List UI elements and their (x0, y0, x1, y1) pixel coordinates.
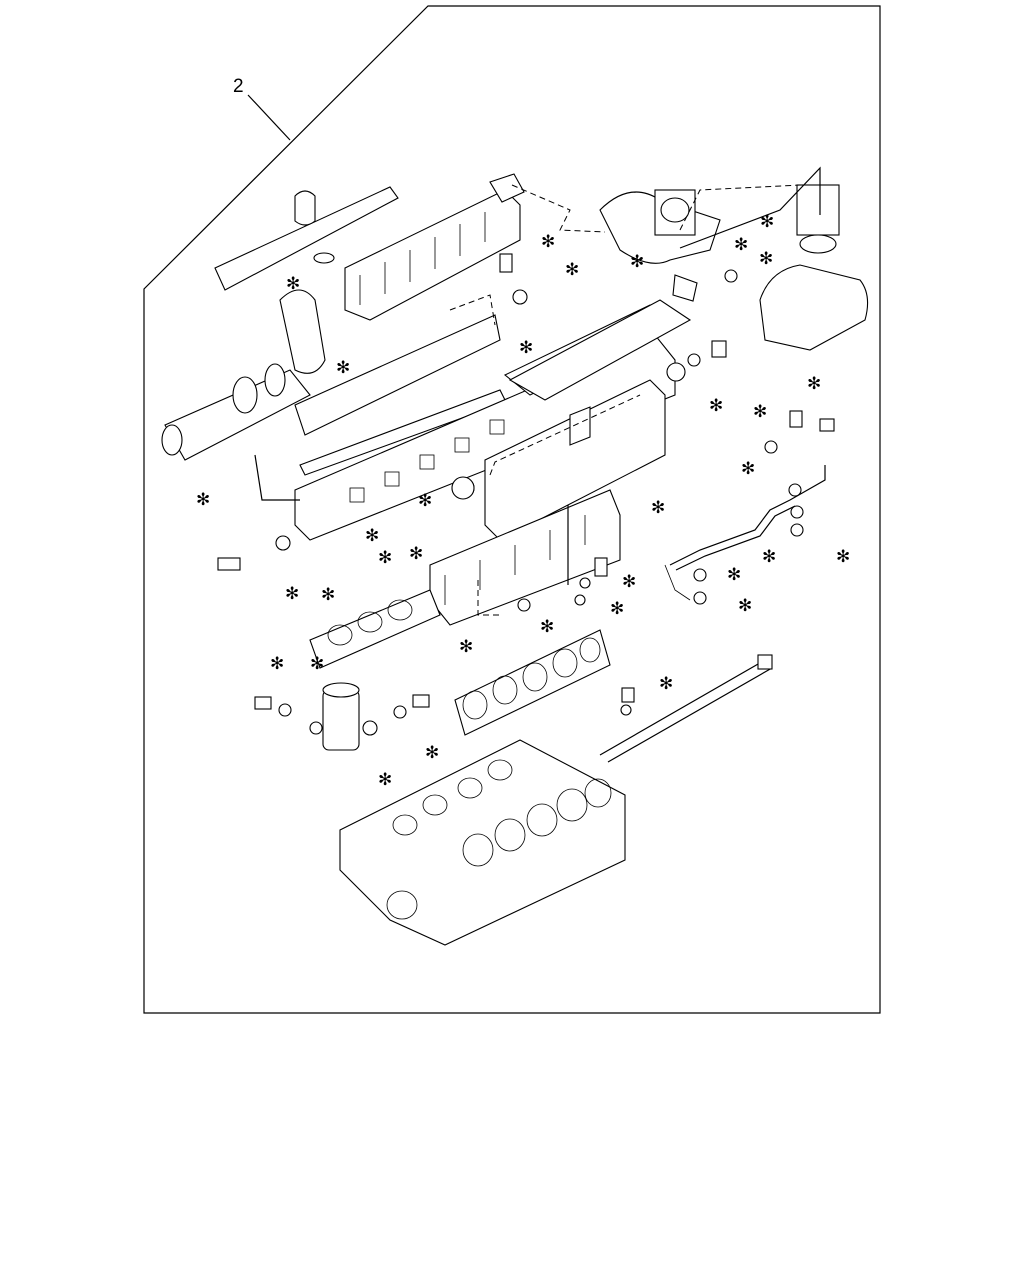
kit-marker: ✻ (270, 654, 284, 674)
kit-marker: ✻ (378, 548, 392, 568)
exhaust-manifold-gasket (309, 589, 441, 669)
fuel-line (664, 465, 826, 601)
intake-manifold (344, 173, 525, 321)
valve-cover-top (214, 186, 399, 291)
kit-marker: ✻ (836, 547, 850, 567)
kit-marker: ✻ (409, 544, 423, 564)
kit-marker: ✻ (196, 490, 210, 510)
exhaust-manifold (508, 189, 721, 401)
kit-marker: ✻ (336, 358, 350, 378)
kit-marker: ✻ (727, 565, 741, 585)
kit-marker: ✻ (310, 654, 324, 674)
kit-marker: ✻ (418, 491, 432, 511)
cylinder-head-gasket (454, 629, 611, 736)
kit-markers: ✻ ✻ ✻ ✻ ✻ ✻ ✻ ✻ ✻ ✻ ✻ ✻ ✻ ✻ ✻ ✻ ✻ ✻ ✻ ✻ … (196, 212, 850, 790)
leader-dashed-3 (449, 294, 496, 326)
frame-border (143, 5, 881, 1014)
kit-marker: ✻ (378, 770, 392, 790)
kit-marker: ✻ (622, 572, 636, 592)
leader-dashed-5 (477, 580, 500, 616)
bolts (217, 253, 835, 710)
kit-marker: ✻ (630, 252, 644, 272)
engine-block (339, 739, 626, 946)
kit-marker: ✻ (741, 459, 755, 479)
kit-marker: ✻ (760, 212, 774, 232)
leader-dashed-2 (679, 184, 801, 231)
kit-marker: ✻ (540, 617, 554, 637)
kit-marker: ✻ (519, 338, 533, 358)
air-filter-housing (759, 184, 869, 351)
kit-marker: ✻ (762, 547, 776, 567)
kit-marker: ✻ (738, 596, 752, 616)
kit-marker: ✻ (425, 743, 439, 763)
leader-dashed-4 (489, 394, 641, 476)
callout-number: 2 (233, 76, 244, 97)
kit-marker: ✻ (541, 232, 555, 252)
kit-marker: ✻ (753, 402, 767, 422)
dipstick-tube (599, 654, 773, 763)
kit-marker: ✻ (734, 235, 748, 255)
kit-marker: ✻ (659, 674, 673, 694)
kit-marker: ✻ (610, 599, 624, 619)
kit-marker: ✻ (807, 374, 821, 394)
kit-marker: ✻ (365, 526, 379, 546)
leader-dashed-1 (511, 184, 606, 233)
kit-marker: ✻ (459, 637, 473, 657)
kit-marker: ✻ (285, 584, 299, 604)
callout-leader (247, 94, 291, 141)
leader-line-b (679, 166, 821, 249)
kit-marker: ✻ (321, 585, 335, 605)
exhaust-elbow-left (161, 289, 326, 461)
kit-marker: ✻ (709, 396, 723, 416)
kit-marker: ✻ (651, 498, 665, 518)
oil-filter (322, 682, 360, 751)
kit-marker: ✻ (565, 260, 579, 280)
leader-line-a (254, 454, 300, 501)
washers (275, 269, 804, 736)
kit-marker: ✻ (759, 249, 773, 269)
kit-marker: ✻ (286, 274, 300, 294)
